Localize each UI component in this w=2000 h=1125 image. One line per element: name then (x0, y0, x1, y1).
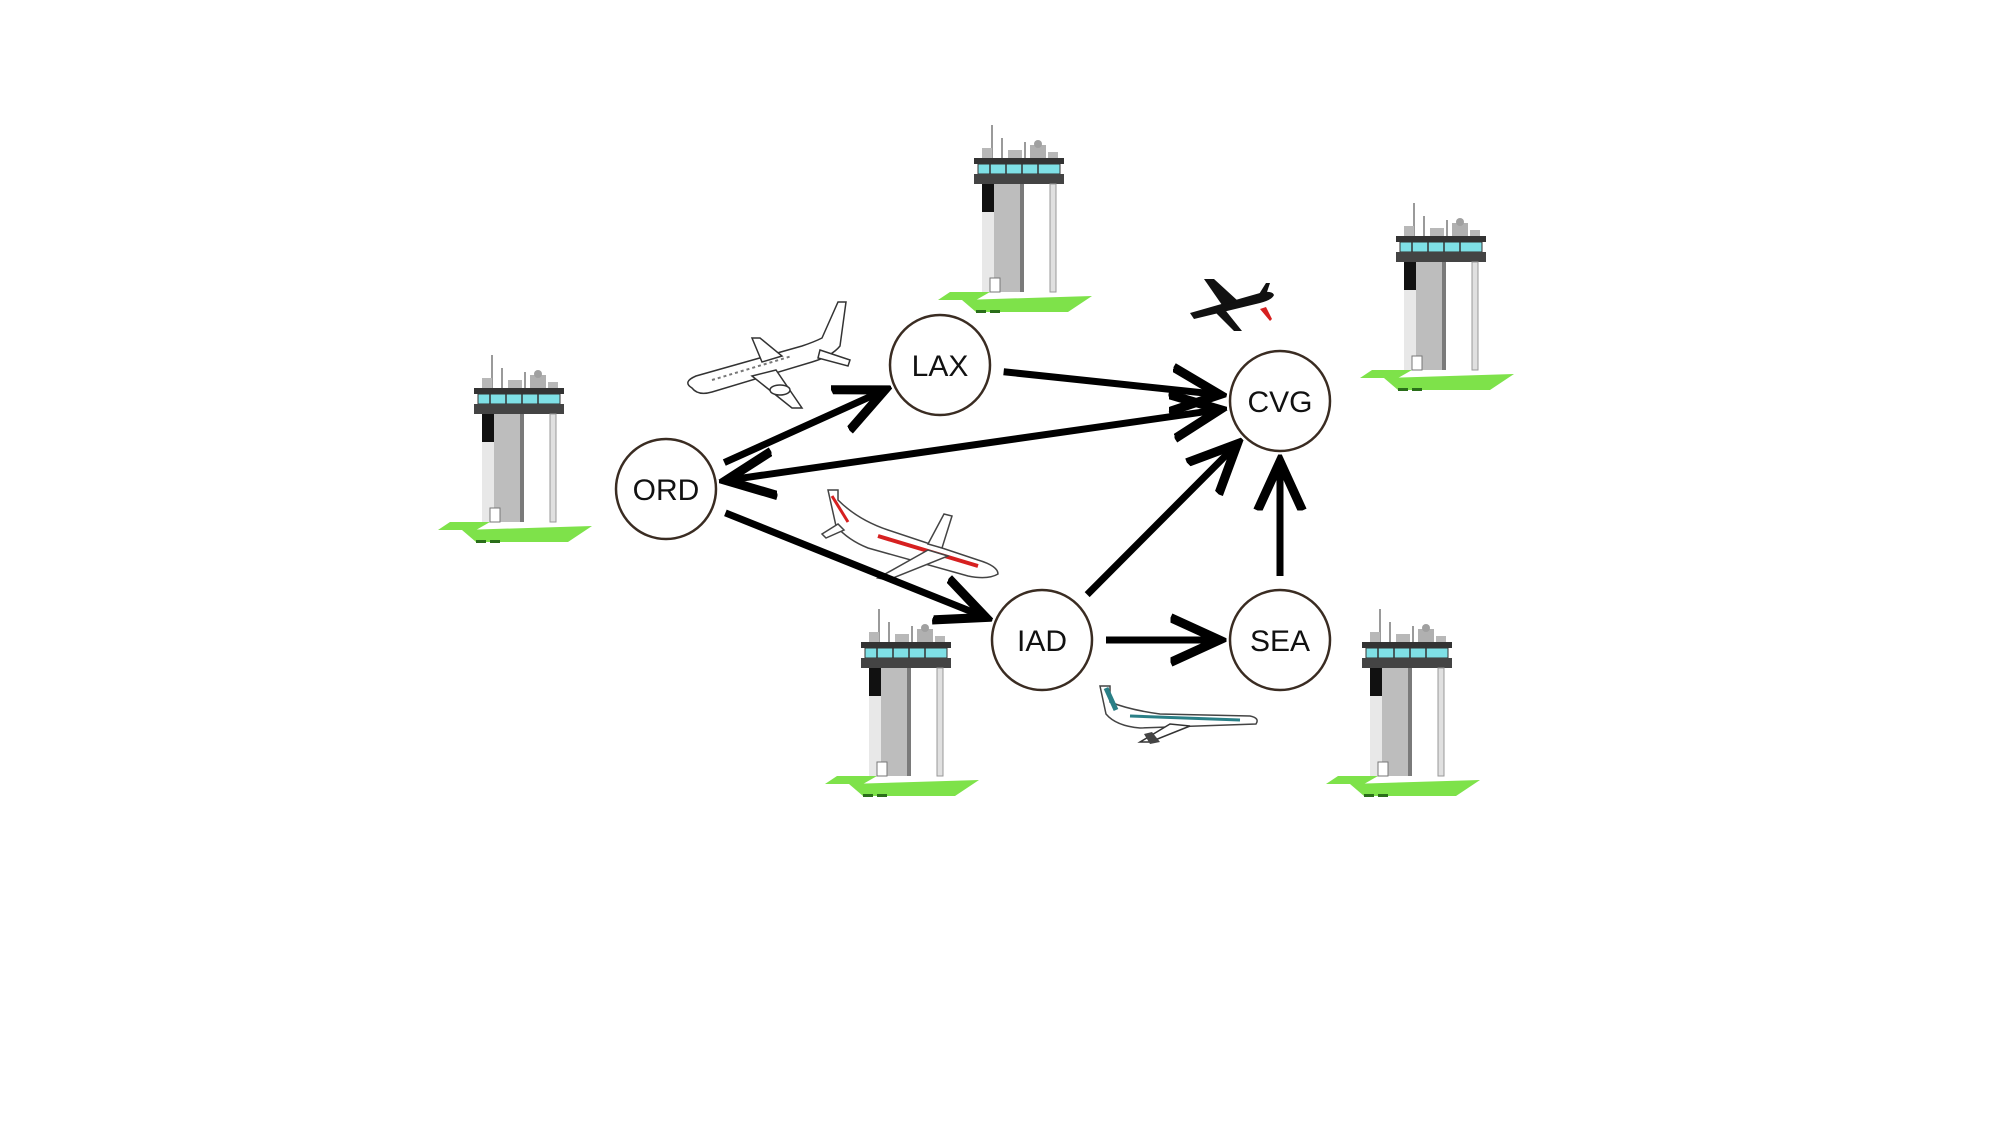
control-tower-icon (937, 124, 1093, 314)
edges (724, 372, 1280, 640)
edge-ord-lax (722, 391, 881, 466)
node-ord: ORD (614, 437, 718, 541)
edge-ord-iad (724, 509, 982, 616)
node-label: ORD (633, 474, 700, 507)
edge-lax-cvg (1003, 372, 1217, 395)
airplane-icon (1190, 279, 1274, 331)
node-iad: IAD (990, 588, 1094, 692)
node-circle (888, 313, 992, 417)
node-circle (990, 588, 1094, 692)
node-circle (1228, 588, 1332, 692)
node-lax: LAX (888, 313, 992, 417)
node-sea: SEA (1228, 588, 1332, 692)
nodes: ORD LAX CVG IAD SEA (614, 313, 1332, 692)
edge-iad-cvg (1084, 446, 1235, 598)
node-cvg: CVG (1228, 349, 1332, 453)
node-label: LAX (912, 350, 969, 383)
airplane-icon (686, 301, 851, 409)
edge-ord-cvg (729, 410, 1216, 480)
node-circle (1228, 349, 1332, 453)
node-label: IAD (1017, 625, 1067, 658)
airplane-icon (1100, 686, 1257, 744)
airplane-icon (820, 488, 1000, 582)
control-tower-icon (1359, 202, 1515, 392)
control-tower-icon (1325, 608, 1481, 798)
node-label: SEA (1250, 625, 1310, 658)
node-label: CVG (1247, 386, 1312, 419)
control-tower-icon (437, 354, 593, 544)
node-circle (614, 437, 718, 541)
control-tower-icon (824, 608, 980, 798)
